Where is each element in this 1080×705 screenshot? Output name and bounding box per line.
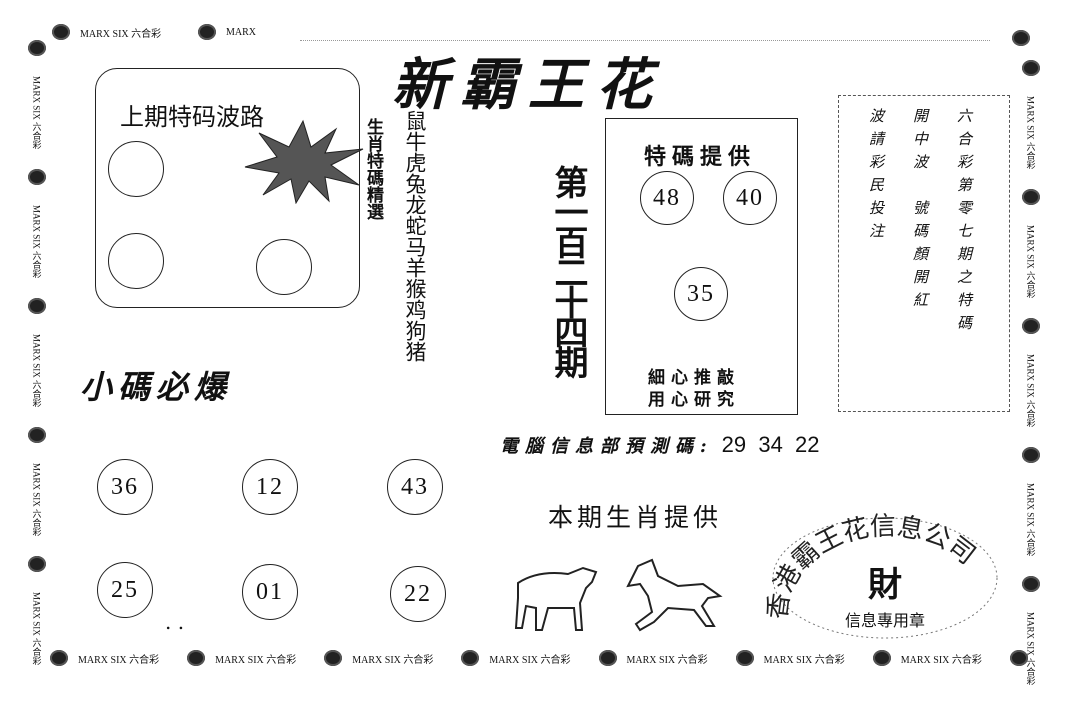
flower-logo-icon xyxy=(1022,576,1040,593)
seal-bottom-text: 信息專用章 xyxy=(845,611,925,630)
wave-circle xyxy=(108,233,164,289)
flower-logo-icon xyxy=(28,40,46,56)
brand-text: MARX SIX 六合彩 xyxy=(78,654,160,666)
dots: . . xyxy=(165,610,185,634)
last-wave-title: 上期特码波路 xyxy=(120,103,264,131)
top-border-line xyxy=(300,40,990,41)
bottom-border-brand: MARX SIX 六合彩 xyxy=(461,650,571,666)
flower-logo-icon xyxy=(1022,447,1040,464)
special-number: 48 xyxy=(640,171,694,225)
flower-logo-icon xyxy=(598,650,617,666)
brand-text: MARX SIX 六合彩 xyxy=(215,654,297,666)
flower-logo-icon xyxy=(1022,60,1040,76)
small-code-number: 25 xyxy=(97,562,153,618)
top-border-brand: MARX SIX 六合彩 xyxy=(52,24,161,40)
bottom-border-brand: MARX SIX 六合彩 xyxy=(187,650,296,666)
flower-logo-icon xyxy=(28,169,46,186)
brand-text: MARX xyxy=(226,26,257,38)
seal-center-text: 財 xyxy=(868,565,902,605)
bottom-border-brand: MARX SIX 六合彩 xyxy=(324,650,433,666)
notice-col2: 開中波 號碼顏開紅 xyxy=(911,108,929,315)
flower-logo-icon xyxy=(735,650,754,666)
brand-text-vertical: MARX SIX 六合彩 xyxy=(31,334,42,408)
company-seal: 香港霸王花信息公司 財 信息專用章 xyxy=(765,512,998,639)
flower-logo-icon xyxy=(50,650,68,666)
notice-box: 六合彩第零七期之特碼 開中波 號碼顏開紅 波請彩民投注 xyxy=(838,95,1010,412)
brand-text: MARX SIX 六合彩 xyxy=(352,654,434,666)
brand-text: MARX SIX 六合彩 xyxy=(489,654,571,666)
bottom-border-brand: MARX SIX 六合彩 xyxy=(872,650,982,666)
small-code-number: 22 xyxy=(390,566,446,622)
small-code-label: 小碼必爆 xyxy=(80,368,233,406)
special-title: 特碼提供 xyxy=(644,144,757,170)
brand-text-vertical: MARX SIX 六合彩 xyxy=(1025,612,1036,686)
last-wave-box: 上期特码波路 xyxy=(95,68,364,308)
special-code-box: 特碼提供 48 40 35 細心推敲 用心研究 xyxy=(605,118,798,415)
small-code-number: 43 xyxy=(387,459,443,515)
zodiac-list: 鼠牛虎兔龙蛇马羊猴鸡狗猪 xyxy=(403,110,427,362)
prediction-label: 電腦信息部預測碼: xyxy=(500,436,714,457)
small-code-number: 01 xyxy=(242,564,298,620)
flower-logo-icon xyxy=(461,650,480,666)
flower-logo-icon xyxy=(187,650,206,666)
flower-logo-icon xyxy=(1009,650,1028,666)
brand-text-vertical: MARX SIX 六合彩 xyxy=(31,592,42,666)
brand-text-vertical: MARX SIX 六合彩 xyxy=(31,76,42,150)
left-border: MARX SIX 六合彩 MARX SIX 六合彩 MARX SIX 六合彩 MARX… xyxy=(28,40,46,665)
brand-text-vertical: MARX SIX 六合彩 xyxy=(31,205,42,279)
wave-circle xyxy=(256,239,312,295)
notice-col1: 六合彩第零七期之特碼 xyxy=(955,108,973,338)
brand-text-vertical: MARX SIX 六合彩 xyxy=(1025,483,1036,557)
page-title: 新霸王花 xyxy=(392,52,664,118)
flower-logo-icon xyxy=(1012,30,1030,46)
issue-number: 第一百二十四期 xyxy=(548,165,588,375)
small-code-number: 36 xyxy=(97,459,153,515)
special-line2: 用心研究 xyxy=(648,390,740,410)
flower-logo-icon xyxy=(52,24,70,40)
brand-text: MARX SIX 六合彩 xyxy=(763,654,845,666)
notice-col3: 波請彩民投注 xyxy=(867,108,885,246)
small-code-number: 12 xyxy=(242,459,298,515)
brand-text: MARX SIX 六合彩 xyxy=(80,28,162,40)
brand-text-vertical: MARX SIX 六合彩 xyxy=(1025,96,1036,170)
right-border: MARX SIX 六合彩 MARX SIX 六合彩 MARX SIX 六合彩 MARX… xyxy=(1022,60,1040,685)
zodiac-provide-label: 本期生肖提供 xyxy=(548,503,723,532)
flower-logo-icon xyxy=(28,556,46,573)
flower-logo-icon xyxy=(198,24,216,40)
bottom-border-brand: MARX SIX 六合彩 xyxy=(735,650,845,666)
ox-icon xyxy=(514,566,598,631)
bottom-border: MARX SIX 六合彩 MARX SIX 六合彩 MARX SIX 六合彩 MARX… xyxy=(50,650,1028,666)
flower-logo-icon xyxy=(872,650,891,666)
starburst-icon xyxy=(244,119,364,204)
flower-logo-icon xyxy=(1022,318,1040,335)
prediction-numbers: 29 34 22 xyxy=(721,432,820,457)
bottom-border-brand: MARX SIX 六合彩 xyxy=(598,650,708,666)
special-number: 35 xyxy=(674,267,728,321)
horse-icon xyxy=(626,558,723,632)
flower-logo-icon xyxy=(28,427,46,444)
brand-text: MARX SIX 六合彩 xyxy=(900,654,982,666)
flower-logo-icon xyxy=(28,298,46,315)
flower-logo-icon xyxy=(324,650,343,666)
top-border-brand-2: MARX xyxy=(198,24,256,40)
prediction-line: 電腦信息部預測碼: 29 34 22 xyxy=(500,432,820,458)
brand-text-vertical: MARX SIX 六合彩 xyxy=(1025,225,1036,299)
brand-text-vertical: MARX SIX 六合彩 xyxy=(31,463,42,537)
zodiac-pick-label: 生肖特碼精選 xyxy=(363,118,383,220)
bottom-border-brand: MARX SIX 六合彩 xyxy=(50,650,159,666)
brand-text: MARX SIX 六合彩 xyxy=(626,654,708,666)
flower-logo-icon xyxy=(1022,189,1040,206)
brand-text-vertical: MARX SIX 六合彩 xyxy=(1025,354,1036,428)
special-number: 40 xyxy=(723,171,777,225)
wave-circle xyxy=(108,141,164,197)
special-line1: 細心推敲 xyxy=(648,368,740,388)
